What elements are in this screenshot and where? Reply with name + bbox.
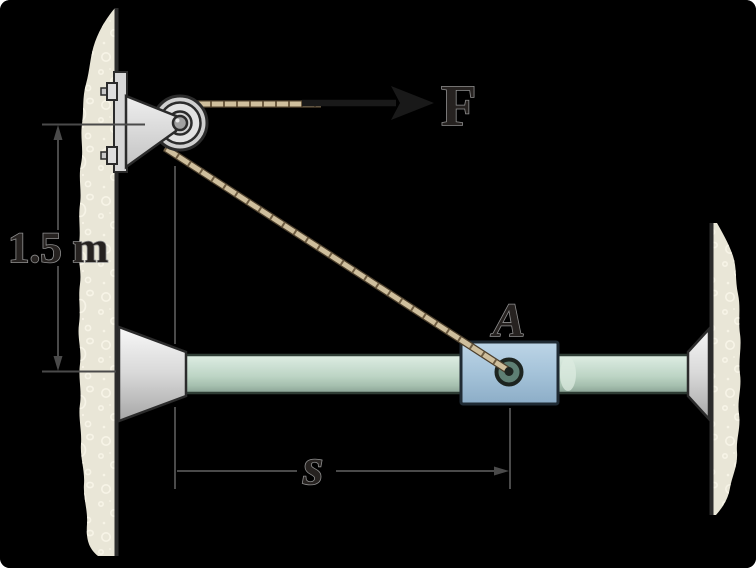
bolt-bottom [100, 146, 118, 165]
rope-diagonal [162, 144, 512, 375]
force-label: F [441, 73, 476, 138]
rod-shaft [182, 353, 692, 395]
right-wall [709, 223, 741, 515]
force-arrow [302, 86, 434, 120]
vertical-dimension-label: 1.5 m [8, 225, 109, 272]
dimension-horizontal [174, 166, 511, 489]
dim-arrow-up [53, 125, 63, 140]
axle-highlight [175, 118, 180, 123]
rod [182, 353, 692, 395]
rod-end-highlight [560, 357, 576, 391]
collar-pin-center [504, 367, 514, 376]
horizontal-dimension-label: s [302, 439, 323, 496]
pulley-bracket-arm [124, 94, 178, 170]
dimension-vertical [42, 123, 145, 373]
left-flange [117, 325, 188, 423]
pulley-axle [171, 114, 189, 132]
bolt-top [100, 82, 118, 101]
dim-arrow-down [53, 356, 63, 371]
right-flange [686, 325, 711, 423]
s-arrowhead [494, 466, 509, 476]
force-arrowhead [391, 86, 434, 120]
collar-point-label: A [490, 294, 525, 347]
pulley-assembly [100, 71, 209, 173]
